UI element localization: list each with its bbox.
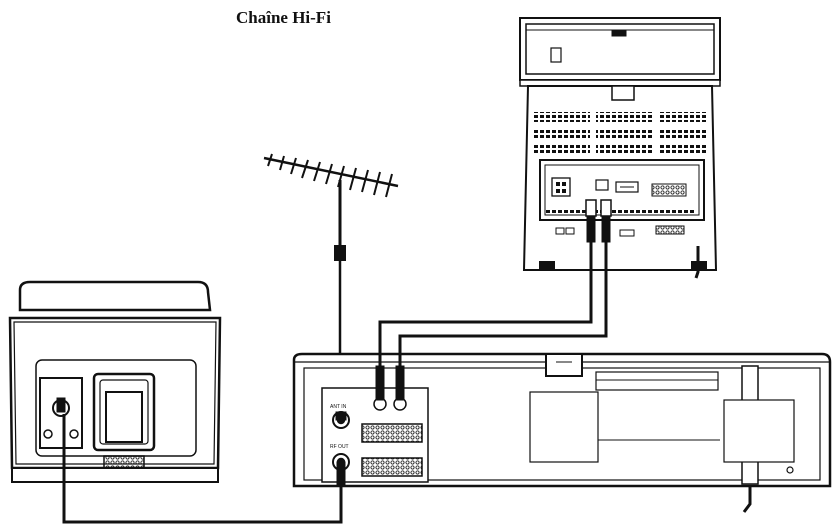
antenna [263, 153, 399, 396]
hifi-system [519, 17, 721, 279]
vcr-audio-plug-right [395, 365, 405, 401]
hifi-audio-in-left [585, 199, 597, 217]
vcr: ANT IN RF OUT [292, 352, 832, 513]
vcr-audio-plug-left [375, 365, 385, 401]
diagram-title: Chaîne Hi-Fi [236, 8, 331, 27]
audio-cable-right [398, 242, 608, 366]
vcr-scart-1 [361, 423, 423, 443]
rf-cable [62, 414, 343, 524]
tv-antenna-plug [56, 397, 66, 413]
svg-text:ANT IN: ANT IN [330, 404, 347, 410]
audio-cable-left [378, 242, 593, 366]
tv-scart-socket [103, 455, 145, 469]
television [8, 280, 222, 483]
svg-text:RF OUT: RF OUT [330, 444, 349, 450]
vcr-scart-2 [361, 457, 423, 477]
cables [62, 242, 608, 524]
hifi-audio-in-right [600, 199, 612, 217]
